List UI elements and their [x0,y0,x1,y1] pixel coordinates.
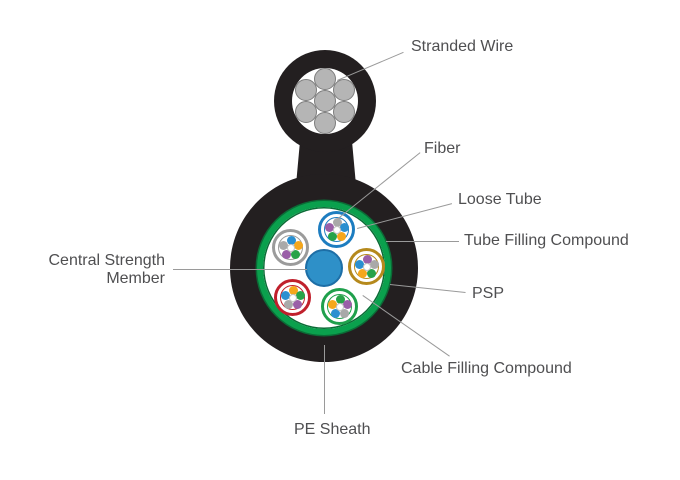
fiber-dot-orange [358,268,368,278]
fiber-dot-blue [339,223,349,233]
fiber-dot-green [366,268,376,278]
strand-wire [314,90,336,112]
tube-inner-ring [353,253,379,279]
strand-wire [295,101,317,123]
fiber-dot-orange [328,300,338,310]
loose-tube-blue [317,210,355,248]
tube-filling-center [363,263,371,271]
strand-wire [295,79,317,101]
tube-filling-center [333,226,341,234]
fiber-dot-purple [362,255,372,264]
leader-tube-filling-compound [386,241,459,242]
strand-wire [333,101,355,123]
fiber-dot-blue [331,308,341,318]
tube-filling-center [336,303,344,311]
fiber-dot-green [328,231,338,241]
fiber-dot-gray [339,308,349,318]
label-cable-filling-compound: Cable Filling Compound [401,360,572,377]
label-pe-sheath: PE Sheath [294,421,371,438]
loose-tube-green [320,287,358,325]
loose-tube-gray [271,228,309,266]
tube-inner-ring [279,284,305,310]
fiber-dot-blue [286,236,296,245]
fiber-dot-green [295,291,305,301]
fiber-dot-orange [336,231,346,241]
tube-filling-center [289,294,297,302]
fiber-dot-gray [284,299,294,309]
fiber-dot-purple [325,223,335,233]
fiber-dot-gray [332,218,342,227]
central-strength-member [305,249,343,287]
label-psp: PSP [472,285,505,302]
label-central-strength-member: Central Strength Member [48,252,165,289]
tube-inner-ring [277,234,303,260]
leader-pe-sheath [324,345,325,414]
fiber-dot-green [335,295,345,304]
tube-filling-center [287,244,295,252]
label-stranded-wire: Stranded Wire [411,38,514,55]
strand-wire [314,112,336,134]
fiber-dot-orange [293,241,303,251]
tube-inner-ring [326,293,352,319]
fiber-dot-purple [342,300,352,310]
label-loose-tube: Loose Tube [458,191,542,208]
label-fiber: Fiber [424,140,461,157]
label-central-strength-member-line1: Central Strength [48,252,165,269]
fiber-dot-blue [355,260,365,270]
fiber-dot-purple [292,299,302,309]
strand-wire [333,79,355,101]
fiber-dot-orange [288,286,298,295]
fiber-dot-green [290,249,300,259]
leader-central-strength-member [173,269,307,270]
strand-wire [314,68,336,90]
label-central-strength-member-line2: Member [106,270,165,288]
fiber-dot-gray [279,241,289,251]
loose-tube-olive [347,247,385,285]
fiber-dot-blue [281,291,291,301]
fiber-dot-gray [369,260,379,270]
loose-tube-red [273,278,311,316]
fiber-dot-purple [282,249,292,259]
label-tube-filling-compound: Tube Filling Compound [464,232,629,249]
tube-inner-ring [323,216,349,242]
